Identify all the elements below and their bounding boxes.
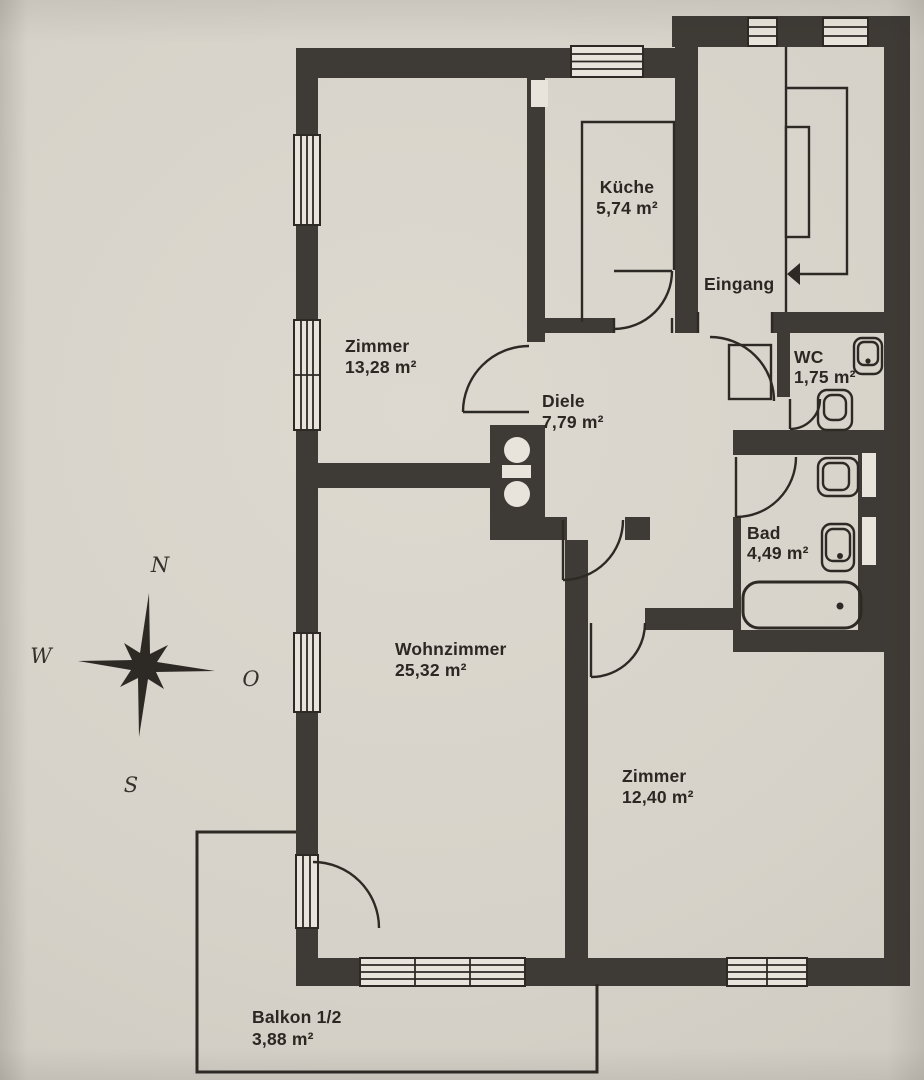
window-left-1 xyxy=(293,134,321,226)
room-label-balkon: Balkon 1/2 xyxy=(252,1007,342,1027)
door-wc xyxy=(788,398,822,431)
door-zimmer2 xyxy=(589,622,647,679)
balcony-outline xyxy=(195,830,599,1074)
entrance-arrow-icon xyxy=(787,263,800,285)
bad-sink-icon xyxy=(820,522,856,573)
wc-sink-icon xyxy=(852,336,884,376)
room-label-kueche: Küche xyxy=(600,177,655,197)
compass-rose: N W O S xyxy=(30,553,259,797)
compass-west: W xyxy=(30,644,54,668)
door-wohnzimmer xyxy=(561,519,625,582)
chimney-flues xyxy=(502,437,531,507)
window-wohnzimmer-bottom xyxy=(359,957,526,987)
room-area-wohnzimmer: 25,32 m² xyxy=(395,660,467,680)
room-area-diele: 7,79 m² xyxy=(542,412,604,432)
compass-north: N xyxy=(150,553,170,577)
walls xyxy=(296,16,910,986)
room-label-wohnzimmer: Wohnzimmer xyxy=(395,639,507,659)
room-area-balkon: 3,88 m² xyxy=(252,1029,314,1049)
entry-closet xyxy=(727,343,773,401)
kueche-outline xyxy=(580,120,676,322)
bathtub-icon xyxy=(741,580,863,630)
wall-niche xyxy=(531,80,548,107)
duct-slot-1 xyxy=(862,453,876,497)
window-stair-1 xyxy=(747,17,778,47)
wc-toilet-icon xyxy=(816,388,854,432)
windows xyxy=(293,17,876,987)
thin-outlines xyxy=(195,120,774,1074)
room-label-wc: WC xyxy=(794,347,824,367)
door-entrance xyxy=(709,335,776,402)
entrance-label: Eingang xyxy=(704,274,774,294)
bad-toilet-icon xyxy=(816,456,860,498)
window-stair-2 xyxy=(822,17,869,47)
doors xyxy=(312,269,822,929)
room-label-diele: Diele xyxy=(542,391,585,411)
door-balcony xyxy=(312,860,381,929)
balcony-door-jamb xyxy=(295,854,319,929)
room-labels: Zimmer 13,28 m² Küche 5,74 m² Eingang Di… xyxy=(252,177,856,1049)
room-area-wc: 1,75 m² xyxy=(794,367,856,387)
stair-outline xyxy=(786,86,849,276)
door-zimmer1 xyxy=(461,344,530,414)
window-left-3 xyxy=(293,632,321,713)
room-area-bad: 4,49 m² xyxy=(747,543,809,563)
compass-east: O xyxy=(242,667,259,691)
window-left-2 xyxy=(293,319,321,431)
door-kueche xyxy=(613,269,674,331)
compass-south: S xyxy=(124,773,138,797)
room-area-zimmer2: 12,40 m² xyxy=(622,787,694,807)
stair-landing xyxy=(784,125,811,239)
window-zimmer2-bottom xyxy=(726,957,808,987)
room-label-zimmer1: Zimmer xyxy=(345,336,409,356)
room-area-kueche: 5,74 m² xyxy=(596,198,658,218)
room-label-bad: Bad xyxy=(747,523,781,543)
stairwell xyxy=(784,47,849,312)
duct-slot-2 xyxy=(862,517,876,565)
room-label-zimmer2: Zimmer xyxy=(622,766,686,786)
door-bad xyxy=(734,456,798,519)
compass-star-icon xyxy=(78,593,215,737)
room-area-zimmer1: 13,28 m² xyxy=(345,357,417,377)
fixtures xyxy=(741,336,884,630)
window-kueche-top xyxy=(570,45,644,78)
